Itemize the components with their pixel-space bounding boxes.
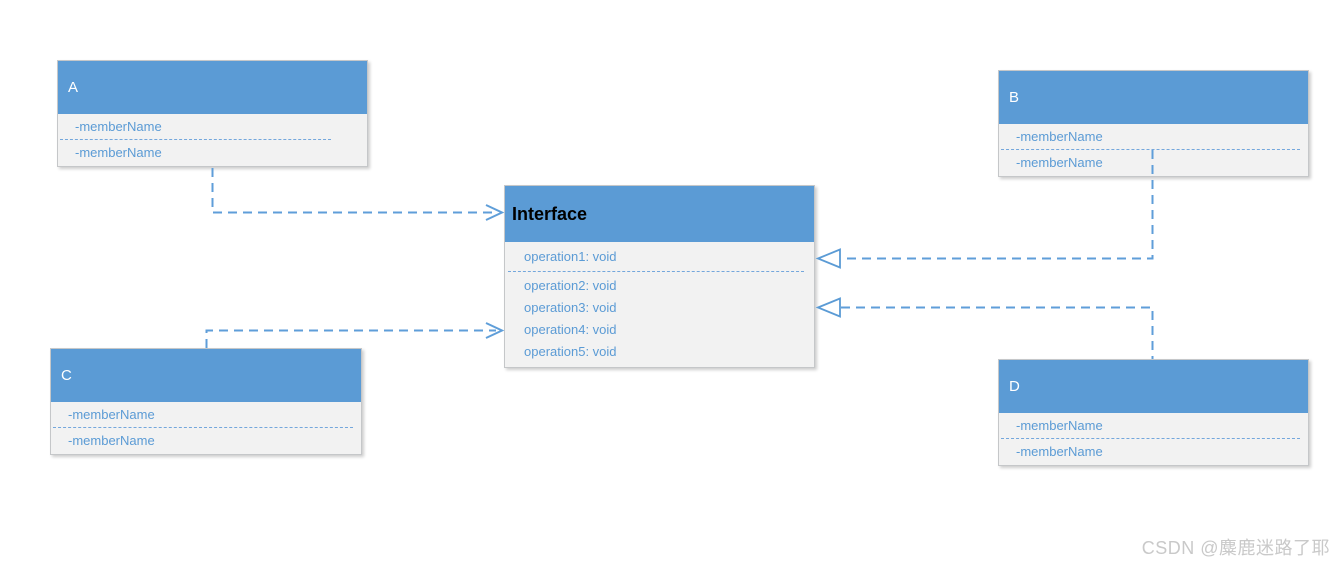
class-box-a[interactable]: A -memberName -memberName bbox=[57, 60, 368, 167]
member-row: -memberName bbox=[1016, 444, 1103, 459]
class-header: D bbox=[999, 360, 1308, 413]
watermark: CSDN @麋鹿迷路了耶 bbox=[1141, 538, 1330, 558]
class-box-b[interactable]: B -memberName -memberName bbox=[998, 70, 1309, 177]
member-row: -memberName bbox=[1016, 129, 1103, 144]
open-arrowhead-icon bbox=[485, 204, 505, 221]
member-divider bbox=[1001, 149, 1300, 150]
class-name: A bbox=[68, 79, 79, 96]
edge-c-to-interface bbox=[205, 322, 505, 348]
member-row: -memberName bbox=[68, 433, 155, 448]
member-divider bbox=[60, 139, 331, 140]
operation-divider bbox=[508, 271, 804, 272]
class-header: B bbox=[999, 71, 1308, 124]
class-name: C bbox=[61, 367, 72, 384]
member-divider bbox=[1001, 438, 1300, 439]
operation-row: operation3: void bbox=[524, 300, 617, 315]
operation-row: operation1: void bbox=[524, 249, 617, 264]
member-row: -memberName bbox=[68, 407, 155, 422]
operation-row: operation5: void bbox=[524, 344, 617, 359]
edge-d-to-interface bbox=[815, 297, 1154, 359]
open-arrowhead-icon bbox=[485, 322, 505, 339]
class-box-d[interactable]: D -memberName -memberName bbox=[998, 359, 1309, 466]
class-box-c[interactable]: C -memberName -memberName bbox=[50, 348, 362, 455]
class-body: -memberName -memberName bbox=[999, 124, 1308, 175]
operation-row: operation4: void bbox=[524, 322, 617, 337]
interface-name: Interface bbox=[512, 203, 588, 224]
class-name: D bbox=[1009, 378, 1020, 395]
hollow-triangle-arrowhead-icon bbox=[815, 297, 841, 318]
operation-row: operation2: void bbox=[524, 278, 617, 293]
member-row: -memberName bbox=[75, 119, 162, 134]
class-body: -memberName -memberName bbox=[51, 402, 361, 453]
hollow-triangle-arrowhead-icon bbox=[815, 248, 841, 269]
class-header: C bbox=[51, 349, 361, 402]
interface-body: operation1: void operation2: void operat… bbox=[505, 242, 814, 363]
class-name: B bbox=[1009, 89, 1020, 106]
member-row: -memberName bbox=[1016, 418, 1103, 433]
member-row: -memberName bbox=[1016, 155, 1103, 170]
edge-a-to-interface bbox=[211, 168, 505, 221]
member-row: -memberName bbox=[75, 145, 162, 160]
member-divider bbox=[53, 427, 353, 428]
interface-header: Interface bbox=[505, 186, 814, 242]
class-header: A bbox=[58, 61, 367, 114]
class-body: -memberName -memberName bbox=[58, 114, 367, 165]
interface-box[interactable]: Interface operation1: void operation2: v… bbox=[504, 185, 815, 368]
class-body: -memberName -memberName bbox=[999, 413, 1308, 464]
